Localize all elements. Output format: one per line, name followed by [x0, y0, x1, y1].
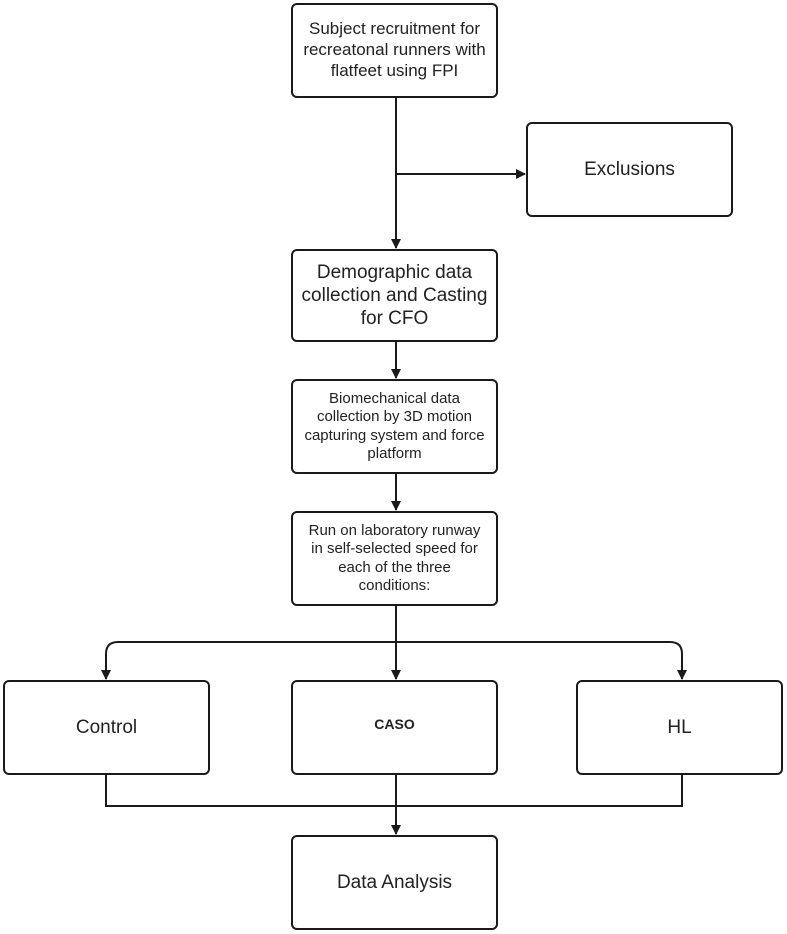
box-subject-recruitment-label: Subject recruitment for recreatonal runn… [303, 19, 486, 80]
box-demographic-data-label: Demographic data collection and Casting … [301, 261, 488, 330]
box-control-label: Control [75, 716, 138, 738]
box-exclusions: Exclusions [526, 122, 733, 217]
box-data-analysis-label: Data Analysis [336, 871, 453, 893]
box-biomechanical-data: Biomechanical data collection by 3D moti… [291, 379, 498, 474]
box-run-conditions: Run on laboratory runway in self-selecte… [291, 511, 498, 606]
box-control: Control [3, 680, 210, 775]
box-data-analysis: Data Analysis [291, 835, 498, 930]
connector-hl-to-merge [396, 775, 683, 807]
box-run-conditions-label: Run on laboratory runway in self-selecte… [308, 521, 481, 594]
box-exclusions-label: Exclusions [584, 158, 675, 180]
box-biomechanical-data-label: Biomechanical data collection by 3D moti… [304, 389, 485, 462]
box-demographic-data: Demographic data collection and Casting … [291, 249, 498, 342]
box-hl-label: HL [667, 716, 692, 738]
box-caso: CASO [291, 680, 498, 775]
arrow-run-to-hl [396, 641, 687, 680]
box-hl: HL [576, 680, 783, 775]
box-subject-recruitment: Subject recruitment for recreatonal runn… [291, 3, 498, 98]
connector-control-to-merge [105, 775, 396, 807]
box-caso-label: CASO [374, 715, 415, 732]
arrow-run-to-control [101, 641, 396, 680]
